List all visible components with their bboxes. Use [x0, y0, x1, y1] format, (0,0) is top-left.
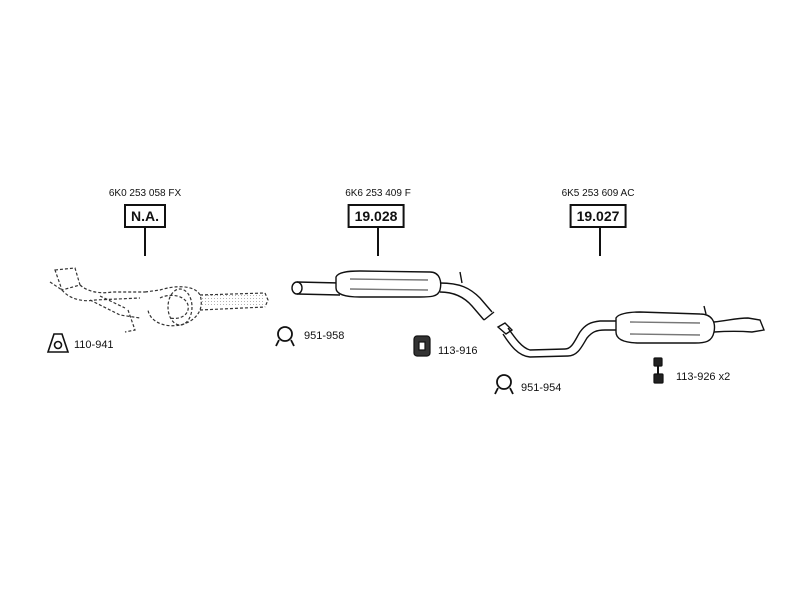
oem-number-catalytic-converter: 6K0 253 058 FX	[108, 188, 182, 199]
clamp-icon	[494, 374, 514, 395]
leader-line	[144, 228, 146, 256]
rubber-mount-icon	[413, 335, 431, 357]
part-ref-rear-silencer[interactable]: 19.027	[569, 204, 627, 228]
part-ref-middle-silencer[interactable]: 19.028	[347, 204, 405, 228]
part-ref-catalytic-converter[interactable]: N.A.	[124, 204, 166, 228]
oem-number-middle-silencer: 6K6 253 409 F	[345, 188, 411, 199]
part-label-clamp-rear: 951-954	[521, 382, 562, 394]
clamp-icon	[275, 326, 295, 347]
part-label-hanger: 113-926 x2	[676, 371, 731, 383]
rear-silencer-drawing	[496, 305, 765, 358]
leader-line	[377, 228, 379, 256]
gasket-icon	[46, 333, 70, 353]
part-label-rubber-mount: 113-916	[438, 345, 478, 357]
hanger-icon	[653, 357, 664, 384]
leader-line	[599, 228, 601, 256]
part-label-clamp-front: 951-958	[304, 330, 345, 342]
middle-silencer-drawing	[291, 270, 495, 321]
part-label-gasket: 110-941	[74, 339, 114, 351]
oem-number-rear-silencer: 6K5 253 609 AC	[561, 188, 635, 199]
